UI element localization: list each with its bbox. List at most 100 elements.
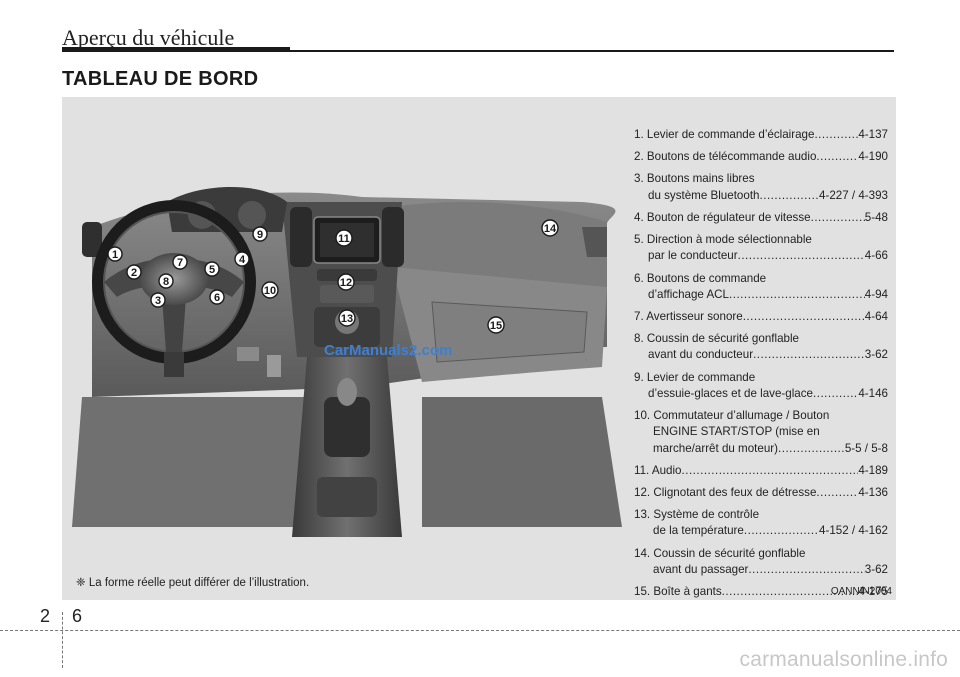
callout-6: 6 bbox=[214, 292, 220, 304]
callout-15: 15 bbox=[490, 320, 502, 332]
legend-page-ref: 4-66 bbox=[864, 249, 888, 263]
legend-page-ref: 5-5 / 5-8 bbox=[844, 441, 888, 455]
legend-line: 7. Avertisseur sonore 4-64 bbox=[634, 309, 888, 325]
callout-8: 8 bbox=[163, 276, 169, 288]
legend-line: 10. Commutateur d’allumage / Bouton bbox=[634, 408, 888, 424]
section-title: TABLEAU DE BORD bbox=[62, 68, 259, 90]
leader-dots bbox=[744, 523, 819, 539]
legend-item: 1. Levier de commande d’éclairage 4-137 bbox=[634, 127, 888, 143]
legend-label: 10. Commutateur d’allumage / Bouton bbox=[634, 409, 830, 423]
legend-label: 6. Boutons de commande bbox=[634, 271, 767, 285]
legend-page-ref: 3-62 bbox=[864, 562, 888, 576]
legend-page-ref: 4-137 bbox=[858, 128, 888, 141]
illustration-note: ❈ La forme réelle peut différer de l’ill… bbox=[76, 577, 310, 589]
chapter-title: Aperçu du véhicule bbox=[62, 25, 235, 50]
callout-3: 3 bbox=[155, 295, 161, 307]
legend-line: avant du passager 3-62 bbox=[634, 562, 888, 578]
legend-line: 8. Coussin de sécurité gonflable bbox=[634, 331, 888, 347]
legend-line: 4. Bouton de régulateur de vitesse 5-48 bbox=[634, 210, 888, 226]
callout-6-marker bbox=[209, 289, 225, 305]
callout-7: 7 bbox=[177, 257, 183, 269]
legend-page-ref: 5-48 bbox=[864, 210, 888, 224]
legend-line: 1. Levier de commande d’éclairage 4-137 bbox=[634, 127, 888, 143]
page-number: 6 bbox=[72, 606, 83, 626]
callout-7-marker bbox=[172, 254, 188, 270]
legend-item: 6. Boutons de commande d’affichage ACL 4-… bbox=[634, 271, 888, 303]
legend-label: marche/arrêt du moteur) bbox=[653, 441, 779, 455]
legend-label: 14. Coussin de sécurité gonflable bbox=[634, 546, 806, 560]
header-rule-thin bbox=[290, 50, 894, 52]
callout-10-marker bbox=[261, 281, 279, 299]
watermark-text: CarManuals2.com bbox=[324, 342, 453, 359]
legend-label: 9. Levier de commande bbox=[634, 370, 756, 384]
legend-page-ref: 4-227 / 4-393 bbox=[819, 188, 888, 202]
site-watermark: carmanualsonline.info bbox=[739, 648, 948, 671]
legend-label: 13. Système de contrôle bbox=[634, 508, 760, 522]
leader-dots bbox=[816, 485, 858, 501]
legend-page-ref: 4-64 bbox=[864, 309, 888, 323]
callout-5-marker bbox=[204, 261, 220, 277]
legend-line: du système Bluetooth 4-227 / 4-393 bbox=[634, 188, 888, 204]
callout-2: 2 bbox=[131, 267, 137, 279]
legend-line: 3. Boutons mains libres bbox=[634, 171, 888, 187]
callout-14-marker bbox=[541, 219, 559, 237]
legend-item: 12. Clignotant des feux de détresse 4-13… bbox=[634, 485, 888, 501]
callout-13: 13 bbox=[341, 313, 353, 325]
legend-line: 6. Boutons de commande bbox=[634, 271, 888, 287]
legend-label: de la température bbox=[653, 524, 744, 538]
leader-dots bbox=[753, 347, 865, 363]
leader-dots bbox=[811, 210, 865, 226]
legend-line: de la température4-152 / 4-162 bbox=[634, 523, 888, 539]
legend-label: ENGINE START/STOP (mise en bbox=[653, 425, 820, 439]
leader-dots bbox=[816, 149, 858, 165]
callout-2-marker bbox=[126, 264, 142, 280]
callout-4: 4 bbox=[239, 254, 246, 266]
leader-dots bbox=[760, 188, 820, 204]
legend-line: d’affichage ACL 4-94 bbox=[634, 287, 888, 303]
legend-line: avant du conducteur 3-62 bbox=[634, 347, 888, 363]
dashboard-illustration: 1 2 3 4 5 6 7 8 9 10 11 12 13 1 bbox=[72, 187, 622, 537]
callout-12-marker bbox=[337, 273, 355, 291]
callout-8-marker bbox=[158, 273, 174, 289]
legend-page-ref: 3-62 bbox=[864, 348, 888, 362]
legend-item: 9. Levier de commande d’essuie-glaces et … bbox=[634, 370, 888, 402]
leader-dots bbox=[738, 248, 865, 264]
callout-12: 12 bbox=[340, 277, 352, 289]
legend-label: 2. Boutons de télécommande audio bbox=[634, 150, 817, 164]
legend-line: d’essuie-glaces et de lave-glace 4-146 bbox=[634, 386, 888, 402]
legend-line: 14. Coussin de sécurité gonflable bbox=[634, 546, 888, 562]
legend-label: 8. Coussin de sécurité gonflable bbox=[634, 332, 799, 346]
leader-dots bbox=[743, 309, 865, 325]
callout-markers: 1 2 3 4 5 6 7 8 9 10 11 12 13 1 bbox=[107, 219, 559, 334]
legend-item: 2. Boutons de télécommande audio 4-190 bbox=[634, 149, 888, 165]
leader-dots bbox=[682, 463, 859, 479]
leader-dots bbox=[729, 287, 865, 303]
component-legend: 1. Levier de commande d’éclairage 4-137 2… bbox=[634, 127, 888, 600]
callout-1: 1 bbox=[112, 249, 118, 261]
header-rule-thick bbox=[62, 47, 290, 52]
legend-page-ref: 4-146 bbox=[858, 386, 888, 400]
leader-dots bbox=[778, 441, 845, 457]
leader-dots bbox=[813, 386, 858, 402]
leader-dots bbox=[814, 127, 858, 143]
callout-13-marker bbox=[338, 309, 356, 327]
legend-label: avant du passager bbox=[653, 562, 749, 576]
legend-label: avant du conducteur bbox=[648, 348, 754, 362]
legend-label: 12. Clignotant des feux de détresse bbox=[634, 485, 817, 499]
legend-label: du système Bluetooth bbox=[648, 188, 760, 202]
legend-label: 11. Audio bbox=[634, 463, 682, 477]
illustration-panel: 1 2 3 4 5 6 7 8 9 10 11 12 13 1 bbox=[62, 97, 896, 600]
callout-9-marker bbox=[252, 226, 268, 242]
legend-line: 2. Boutons de télécommande audio 4-190 bbox=[634, 149, 888, 165]
callout-9: 9 bbox=[257, 229, 263, 241]
callout-14: 14 bbox=[544, 223, 557, 235]
legend-label: 15. Boîte à gants bbox=[634, 585, 722, 599]
callout-11: 11 bbox=[338, 233, 350, 245]
callout-15-marker bbox=[487, 316, 505, 334]
callout-11-marker bbox=[335, 229, 353, 247]
legend-label: d’affichage ACL bbox=[648, 287, 730, 301]
legend-line: 13. Système de contrôle bbox=[634, 507, 888, 523]
